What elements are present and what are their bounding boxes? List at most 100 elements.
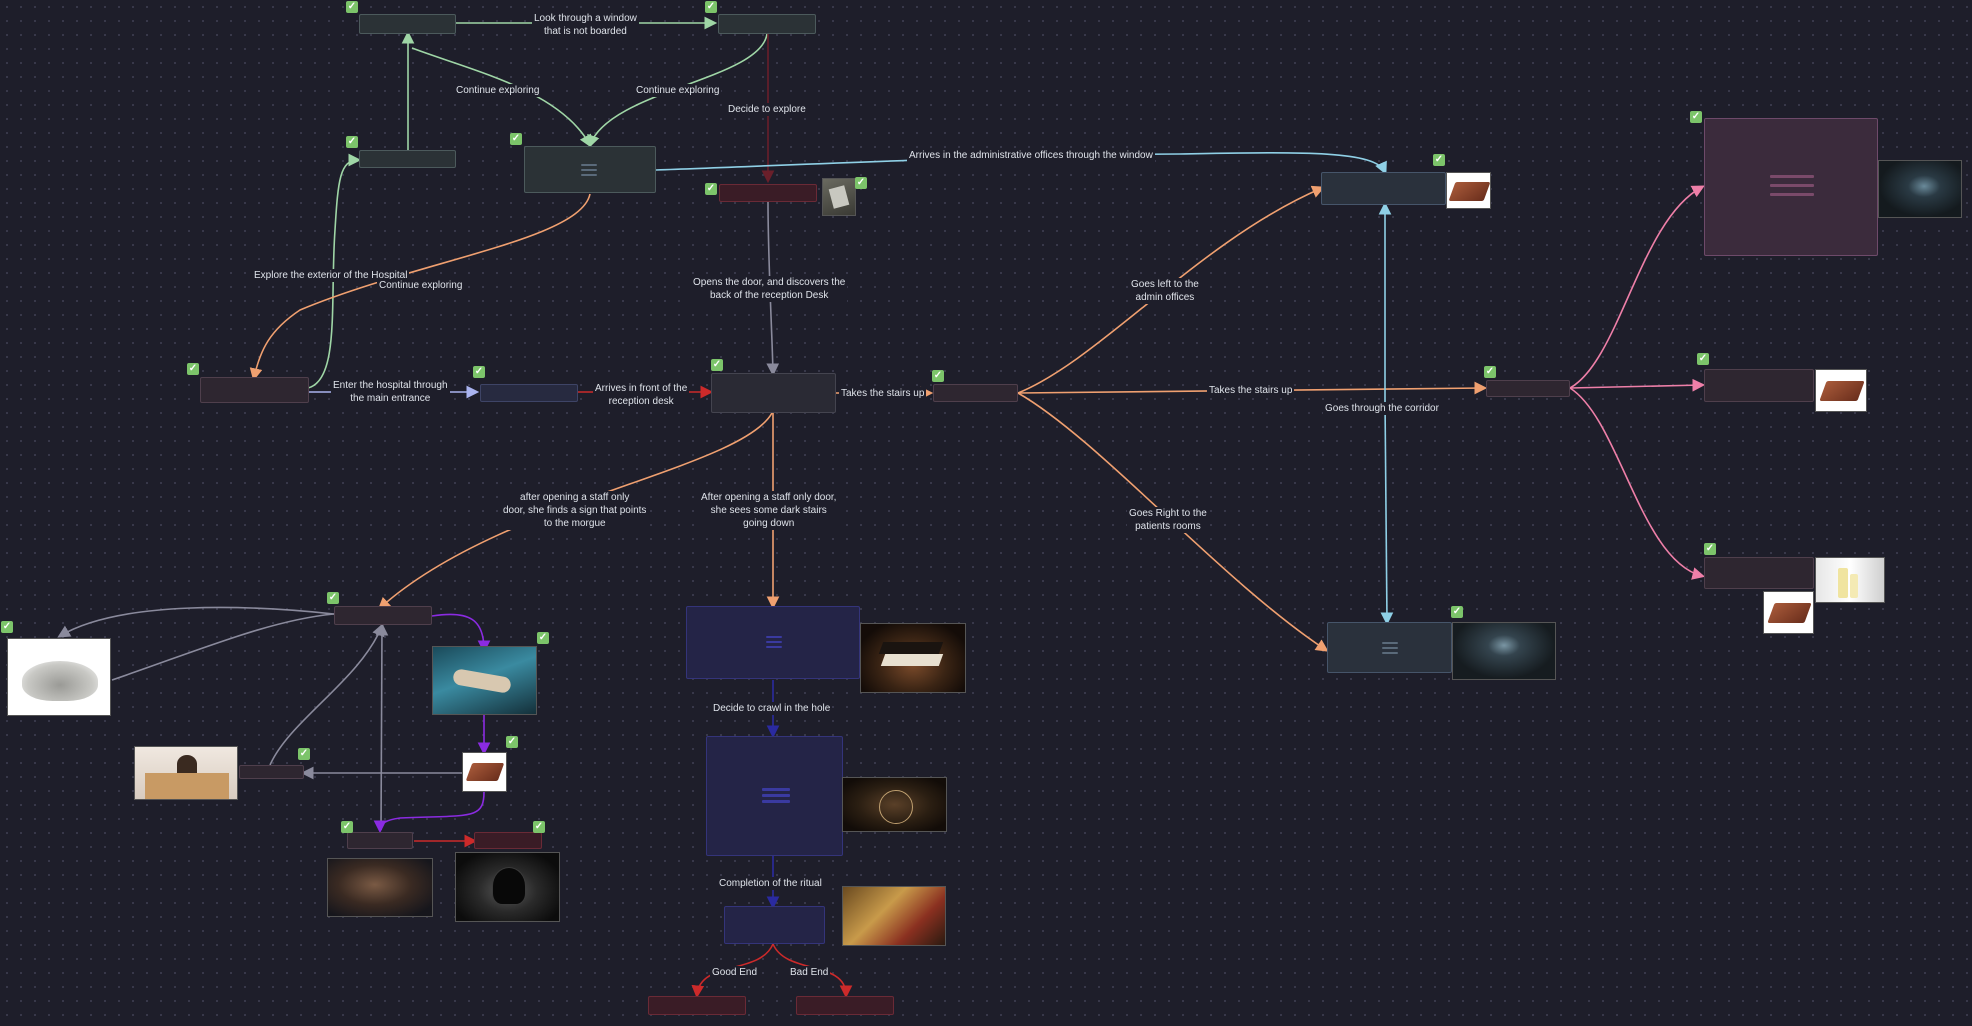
checkbox-checked-icon[interactable]: ✓: [855, 177, 867, 189]
book-icon: [462, 752, 507, 792]
node-start[interactable]: [524, 146, 656, 193]
node-right-bottom[interactable]: [1704, 557, 1814, 589]
checkbox-checked-icon[interactable]: ✓: [1, 621, 13, 633]
edge-pink-bottom: [1569, 387, 1706, 580]
node-dark-stairs[interactable]: [686, 606, 860, 679]
node-morgue-bottom[interactable]: [347, 832, 413, 849]
thumb-morgue-body: [432, 646, 537, 715]
node-exterior-left[interactable]: [359, 150, 456, 168]
text-lines-icon: [1770, 169, 1814, 202]
edge-continue-3: [249, 193, 591, 382]
thumb-person-box: [134, 746, 238, 800]
thumb-note-scroll: [822, 178, 856, 216]
edge-label-decide-explore: Decide to explore: [726, 103, 808, 116]
thumb-hooded-figure: [455, 852, 560, 922]
candle-image: [1815, 557, 1885, 603]
checkbox-checked-icon[interactable]: ✓: [711, 359, 723, 371]
thumb-dark-corridor-bottom: [1452, 622, 1556, 680]
text-lines-icon: [762, 785, 790, 806]
checkbox-checked-icon[interactable]: ✓: [1451, 606, 1463, 618]
checkbox-checked-icon[interactable]: ✓: [346, 136, 358, 148]
edge-label-look-window: Look through a window that is not boarde…: [532, 12, 639, 38]
edge-bottom-up: [375, 622, 389, 831]
checkbox-checked-icon[interactable]: ✓: [705, 1, 717, 13]
checkbox-checked-icon[interactable]: ✓: [341, 821, 353, 833]
checkbox-checked-icon[interactable]: ✓: [1704, 543, 1716, 555]
edge-ash-to-morgue: [111, 613, 335, 681]
node-main-entrance[interactable]: [480, 384, 578, 402]
node-good-end[interactable]: [648, 996, 746, 1015]
edge-label-staff-morgue: after opening a staff only door, she fin…: [501, 491, 649, 530]
book-icon: [1815, 369, 1867, 412]
book-icon: [1763, 591, 1814, 634]
edge-label-enter-main: Enter the hospital through the main entr…: [331, 379, 450, 405]
checkbox-checked-icon[interactable]: ✓: [705, 183, 717, 195]
node-final-room[interactable]: [1704, 118, 1878, 256]
edge-book-purple-down: [373, 791, 485, 834]
thumb-woman-scared: [327, 858, 433, 917]
checkbox-checked-icon[interactable]: ✓: [346, 1, 358, 13]
thumb-ash-pile: [7, 638, 111, 716]
node-hole[interactable]: [706, 736, 843, 856]
text-lines-icon: [1382, 639, 1398, 657]
edge-label-good-end: Good End: [710, 966, 760, 979]
checkbox-checked-icon[interactable]: ✓: [506, 736, 518, 748]
text-lines-icon: [581, 161, 597, 179]
thumb-dark-corridor-top: [1878, 160, 1962, 218]
checkbox-checked-icon[interactable]: ✓: [533, 821, 545, 833]
edge-pink-top: [1569, 185, 1705, 389]
edge-label-takes-stairs-2: Takes the stairs up: [1207, 384, 1295, 397]
checkbox-checked-icon[interactable]: ✓: [537, 632, 549, 644]
edge-label-takes-stairs-1: Takes the stairs up: [839, 387, 927, 400]
checkbox-checked-icon[interactable]: ✓: [1484, 366, 1496, 378]
checkbox-checked-icon[interactable]: ✓: [510, 133, 522, 145]
node-ritual[interactable]: [724, 906, 825, 944]
thumb-pentagram: [842, 777, 947, 832]
node-decide-explore[interactable]: [719, 184, 817, 202]
edge-label-goes-right: Goes Right to the patients rooms: [1127, 507, 1209, 533]
edge-explore-exterior: [307, 153, 362, 389]
node-hospital-front[interactable]: [200, 377, 309, 403]
node-patients-rooms[interactable]: [1327, 622, 1452, 673]
node-exterior-top-left[interactable]: [359, 14, 456, 34]
edge-pink-mid: [1569, 378, 1706, 392]
node-bad-end[interactable]: [796, 996, 894, 1015]
edge-label-continue-2: Continue exploring: [634, 84, 722, 97]
edge-label-goes-left: Goes left to the admin offices: [1129, 278, 1201, 304]
edge-label-completion-ritual: Completion of the ritual: [717, 877, 824, 890]
edge-box-up: [269, 623, 385, 766]
piano-image: [860, 623, 966, 693]
thumb-ritual-scene: [842, 886, 946, 946]
checkbox-checked-icon[interactable]: ✓: [327, 592, 339, 604]
node-morgue-bad[interactable]: [474, 832, 542, 849]
checkbox-checked-icon[interactable]: ✓: [1697, 353, 1709, 365]
node-morgue[interactable]: [334, 606, 432, 625]
edge-label-opens-door: Opens the door, and discovers the back o…: [691, 276, 848, 302]
checkbox-checked-icon[interactable]: ✓: [932, 370, 944, 382]
node-window-top-right[interactable]: [718, 14, 816, 34]
checkbox-checked-icon[interactable]: ✓: [1690, 111, 1702, 123]
edge-label-crawl-hole: Decide to crawl in the hole: [711, 702, 833, 715]
edge-corridor-down: [1380, 399, 1394, 626]
node-right-mid[interactable]: [1704, 369, 1814, 402]
checkbox-checked-icon[interactable]: ✓: [187, 363, 199, 375]
edge-label-continue-1: Continue exploring: [454, 84, 542, 97]
book-icon: [1446, 172, 1491, 209]
node-reception-desk[interactable]: [711, 373, 836, 413]
edge-label-explore-exterior: Explore the exterior of the Hospital: [252, 269, 410, 282]
node-first-floor[interactable]: [933, 384, 1018, 402]
node-admin-offices[interactable]: [1321, 172, 1446, 205]
edge-label-admin-window: Arrives in the administrative offices th…: [907, 149, 1155, 162]
edge-morgue-to-ash: [57, 606, 335, 638]
edge-label-bad-end: Bad End: [788, 966, 831, 979]
checkbox-checked-icon[interactable]: ✓: [298, 748, 310, 760]
text-lines-icon: [766, 633, 782, 651]
edge-morgue-purple: [431, 613, 491, 654]
edge-label-staff-stairs: After opening a staff only door, she see…: [699, 491, 839, 530]
edge-label-corridor: Goes through the corridor: [1323, 402, 1441, 415]
edge-label-continue-3: Continue exploring: [377, 279, 465, 292]
checkbox-checked-icon[interactable]: ✓: [1433, 154, 1445, 166]
node-box[interactable]: [239, 765, 304, 779]
checkbox-checked-icon[interactable]: ✓: [473, 366, 485, 378]
node-second-floor[interactable]: [1486, 380, 1570, 397]
